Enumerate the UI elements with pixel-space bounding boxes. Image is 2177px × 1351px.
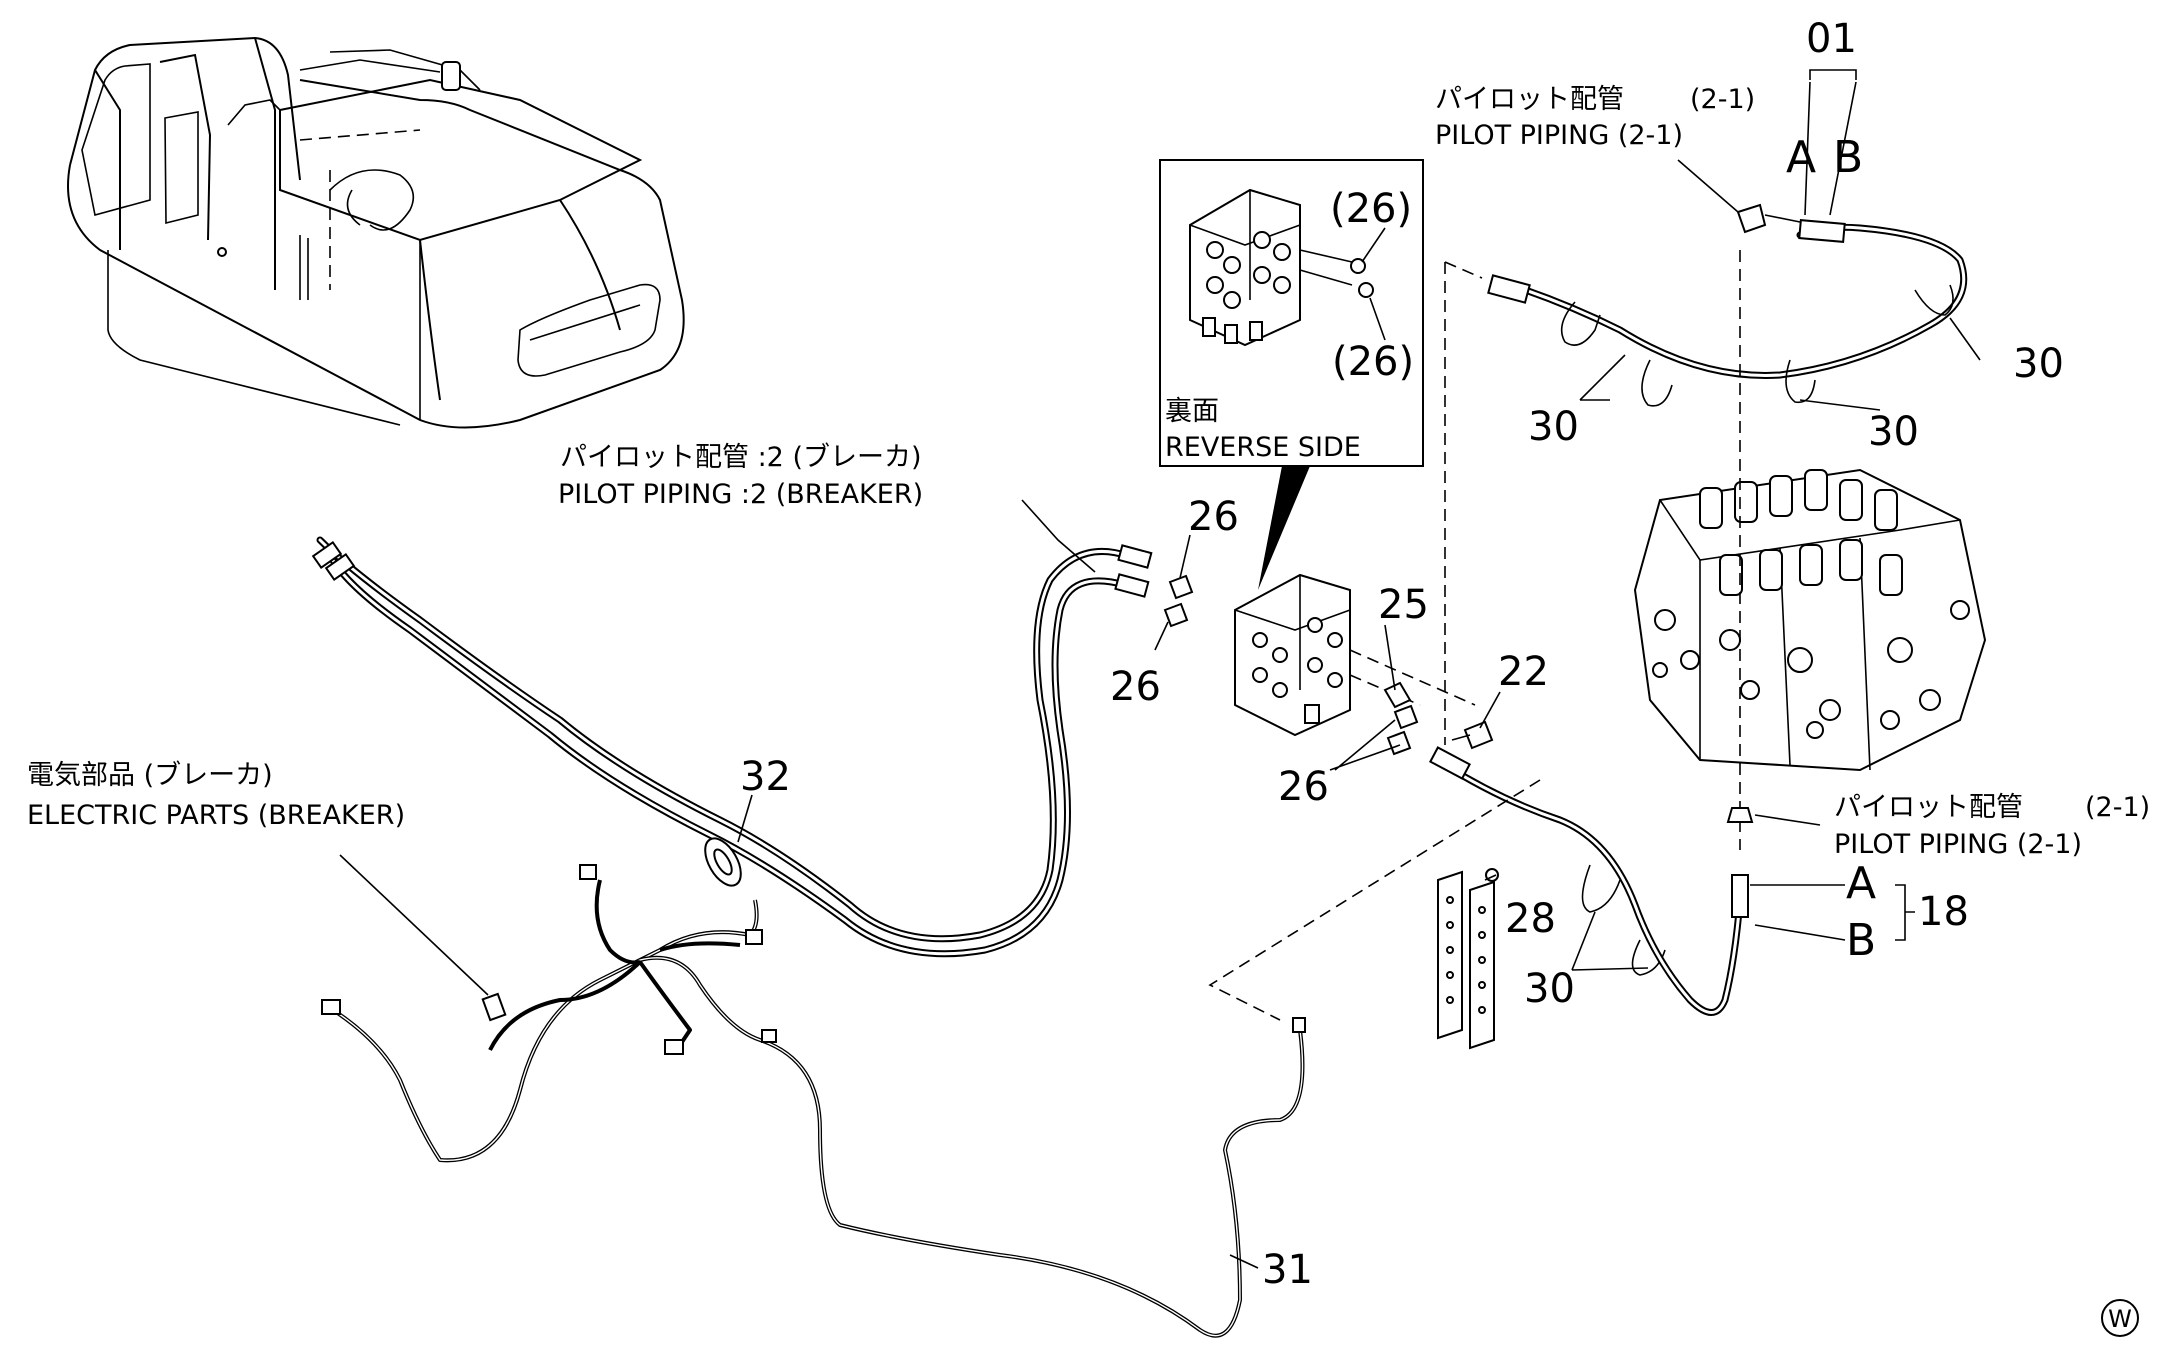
grommet-32	[704, 837, 742, 887]
part-label-30-mid: 30	[1868, 409, 1919, 455]
part-label-a-right: A	[1846, 858, 1876, 909]
part-label-25: 25	[1378, 582, 1429, 628]
main-control-valve	[1633, 468, 1987, 772]
electric-parts-label-en: ELECTRIC PARTS (BREAKER)	[27, 800, 405, 831]
pilot-piping-2-hoses	[311, 536, 1153, 958]
connector-e	[761, 1029, 777, 1043]
pilot-hose-18	[1428, 746, 1754, 1016]
fitting-22	[1451, 720, 1494, 750]
pilot-piping-top-label-jp: パイロット配管	[1435, 84, 1624, 115]
excavator-overview-illustration	[67, 36, 685, 429]
fittings-26	[1163, 574, 1419, 756]
reverse-side-label-jp: 裏面	[1165, 396, 1219, 427]
connector-a	[321, 999, 341, 1015]
part-label-18: 18	[1918, 889, 1969, 935]
inset-fitting-26-b	[1358, 282, 1374, 298]
part-label-26-left: 26	[1110, 664, 1161, 710]
part-label-a-top: A	[1786, 132, 1816, 183]
revision-mark: W	[2101, 1299, 2139, 1337]
part-label-b-top: B	[1833, 132, 1863, 183]
part-label-30-right: 30	[2013, 341, 2064, 387]
part-label-22: 22	[1498, 649, 1549, 695]
breaker-valve-block	[1234, 573, 1476, 737]
revision-mark-letter: W	[2108, 1305, 2132, 1333]
part-label-26-bottom: 26	[1278, 764, 1329, 810]
pilot-piping-2-label-en: PILOT PIPING :2 (BREAKER)	[558, 479, 923, 510]
relay-unit	[481, 992, 507, 1022]
connector-b	[579, 864, 597, 880]
pilot-piping-top-label-num: (2-1)	[1690, 84, 1755, 115]
pilot-piping-right-label-num: (2-1)	[2085, 792, 2150, 823]
inset-valve-block	[1189, 188, 1353, 347]
inset-label-26-b: (26)	[1332, 339, 1414, 385]
electric-harness-breaker	[321, 864, 1306, 1338]
inset-label-26-a: (26)	[1330, 186, 1412, 232]
pilot-piping-right-label-jp: パイロット配管	[1834, 792, 2023, 823]
reverse-side-label-en: REVERSE SIDE	[1165, 432, 1361, 463]
bracket-28	[1437, 868, 1499, 1050]
part-label-26-top: 26	[1188, 494, 1239, 540]
connector-d	[664, 1039, 684, 1055]
connector-f	[1292, 1017, 1306, 1033]
pilot-piping-2-label-jp: パイロット配管 :2 (ブレーカ)	[560, 442, 922, 473]
inset-fitting-26-a	[1350, 258, 1366, 274]
clamps-30	[1560, 284, 1954, 976]
part-label-01: 01	[1806, 16, 1857, 62]
leader-lines	[339, 69, 1981, 1269]
part-label-32: 32	[740, 754, 791, 800]
part-number-labels: 01 A B 30 30 30 26 26 25 22 26 32 28 30 …	[740, 16, 2064, 1293]
part-label-31: 31	[1262, 1247, 1313, 1293]
callout-labels: パイロット配管 (2-1) PILOT PIPING (2-1) パイロット配管…	[27, 84, 2150, 860]
part-label-30-left: 30	[1528, 404, 1579, 450]
part-label-30-bottom: 30	[1524, 966, 1575, 1012]
pilot-hose-01	[1487, 203, 1968, 379]
electric-parts-label-jp: 電気部品 (ブレーカ)	[27, 760, 273, 791]
reverse-side-inset: (26) (26) 裏面 REVERSE SIDE	[1159, 159, 1424, 590]
valve-spools	[1699, 469, 1903, 596]
centerline-bend	[1444, 261, 1483, 279]
pilot-piping-right-label-en: PILOT PIPING (2-1)	[1834, 829, 2082, 860]
part-label-b-right: B	[1846, 915, 1876, 966]
connector-c	[745, 929, 763, 945]
inset-pointer-arrow	[1258, 466, 1310, 590]
part-label-28: 28	[1505, 896, 1556, 942]
pilot-piping-top-label-en: PILOT PIPING (2-1)	[1435, 120, 1683, 151]
guide-dashed-line	[1208, 779, 1541, 1021]
fitting-25	[1383, 681, 1412, 709]
